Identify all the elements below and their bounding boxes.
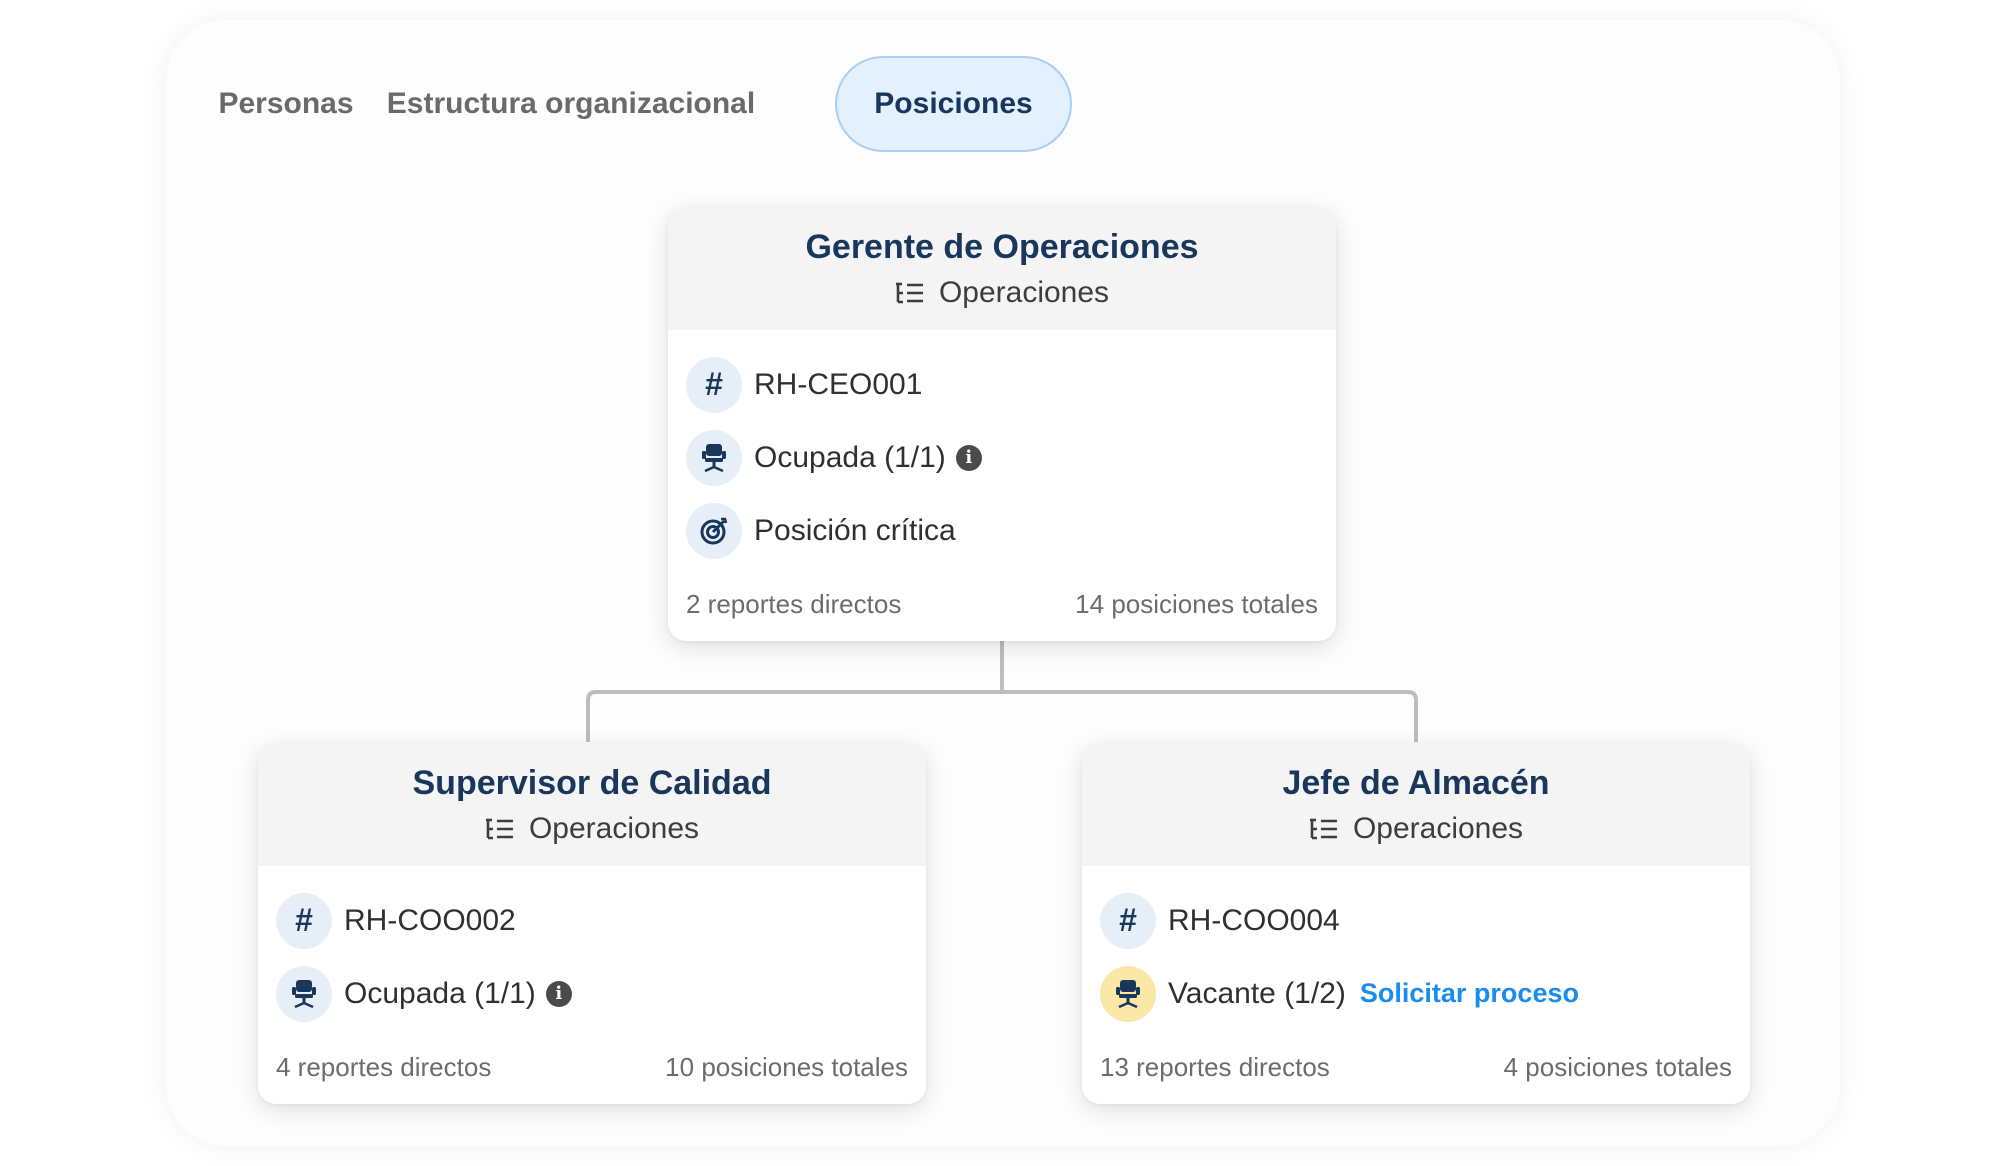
info-icon[interactable]: i bbox=[545, 980, 572, 1007]
direct-reports: 2 reportes directos bbox=[686, 588, 902, 619]
position-title: Jefe de Almacén bbox=[1282, 764, 1550, 802]
department-label: Operaciones bbox=[485, 811, 699, 847]
occupancy-row: Vacante (1/2) Solicitar proceso bbox=[1100, 957, 1732, 1030]
tab-estructura-organizacional[interactable]: Estructura organizacional bbox=[386, 87, 756, 120]
department-name: Operaciones bbox=[1352, 812, 1524, 845]
card-footer: 2 reportes directos 14 posiciones totale… bbox=[668, 567, 1336, 641]
office-chair-icon bbox=[686, 429, 742, 486]
info-icon[interactable]: i bbox=[955, 444, 982, 471]
position-card-root[interactable]: Gerente de Operaciones Operaciones # RH-… bbox=[668, 208, 1336, 641]
org-connector-lines bbox=[586, 640, 1418, 742]
position-code: RH-COO004 bbox=[1168, 903, 1340, 937]
department-name: Operaciones bbox=[938, 276, 1110, 309]
position-card-right[interactable]: Jefe de Almacén Operaciones # RH-COO004 bbox=[1082, 744, 1750, 1104]
request-process-link[interactable]: Solicitar proceso bbox=[1359, 978, 1579, 1008]
office-chair-icon bbox=[276, 965, 332, 1022]
hash-icon: # bbox=[1100, 892, 1156, 949]
card-header: Supervisor de Calidad Operaciones bbox=[258, 744, 926, 866]
critical-row: Posición crítica bbox=[686, 494, 1318, 567]
list-tree-icon bbox=[1309, 818, 1337, 840]
position-code: RH-COO002 bbox=[344, 903, 516, 937]
direct-reports: 4 reportes directos bbox=[276, 1051, 492, 1082]
occupancy-row: Ocupada (1/1) i bbox=[686, 421, 1318, 494]
org-chart-panel: Personas Estructura organizacional Posic… bbox=[166, 20, 1840, 1146]
occupancy-status: Ocupada (1/1) bbox=[754, 440, 946, 474]
card-footer: 4 reportes directos 10 posiciones totale… bbox=[258, 1030, 926, 1104]
position-code-row: # RH-COO002 bbox=[276, 884, 908, 957]
hash-icon: # bbox=[686, 356, 742, 413]
card-body: # RH-CEO001 Ocupada (1/1) i bbox=[668, 330, 1336, 567]
department-label: Operaciones bbox=[895, 275, 1109, 311]
card-body: # RH-COO004 Vacante (1/2) Solicitar proc… bbox=[1082, 866, 1750, 1030]
tab-personas[interactable]: Personas bbox=[218, 87, 354, 120]
direct-reports: 13 reportes directos bbox=[1100, 1051, 1330, 1082]
card-body: # RH-COO002 Ocupada (1/1) i bbox=[258, 866, 926, 1030]
list-tree-icon bbox=[485, 818, 513, 840]
position-card-left[interactable]: Supervisor de Calidad Operaciones # RH-C… bbox=[258, 744, 926, 1104]
hash-icon: # bbox=[276, 892, 332, 949]
list-tree-icon bbox=[895, 282, 923, 304]
card-header: Jefe de Almacén Operaciones bbox=[1082, 744, 1750, 866]
occupancy-row: Ocupada (1/1) i bbox=[276, 957, 908, 1030]
occupancy-status: Vacante (1/2) bbox=[1168, 976, 1346, 1010]
office-chair-icon bbox=[1100, 965, 1156, 1022]
total-positions: 10 posiciones totales bbox=[665, 1051, 908, 1082]
department-name: Operaciones bbox=[528, 812, 700, 845]
occupancy-status: Ocupada (1/1) bbox=[344, 976, 536, 1010]
tab-bar: Personas Estructura organizacional Posic… bbox=[166, 20, 1840, 160]
target-icon bbox=[686, 502, 742, 559]
position-code-row: # RH-COO004 bbox=[1100, 884, 1732, 957]
position-title: Gerente de Operaciones bbox=[805, 228, 1199, 266]
critical-label: Posición crítica bbox=[754, 513, 956, 547]
total-positions: 4 posiciones totales bbox=[1503, 1051, 1732, 1082]
position-code: RH-CEO001 bbox=[754, 367, 923, 401]
position-title: Supervisor de Calidad bbox=[412, 764, 772, 802]
total-positions: 14 posiciones totales bbox=[1075, 588, 1318, 619]
position-code-row: # RH-CEO001 bbox=[686, 348, 1318, 421]
card-footer: 13 reportes directos 4 posiciones totale… bbox=[1082, 1030, 1750, 1104]
tab-posiciones[interactable]: Posiciones bbox=[835, 56, 1072, 152]
department-label: Operaciones bbox=[1309, 811, 1523, 847]
card-header: Gerente de Operaciones Operaciones bbox=[668, 208, 1336, 330]
